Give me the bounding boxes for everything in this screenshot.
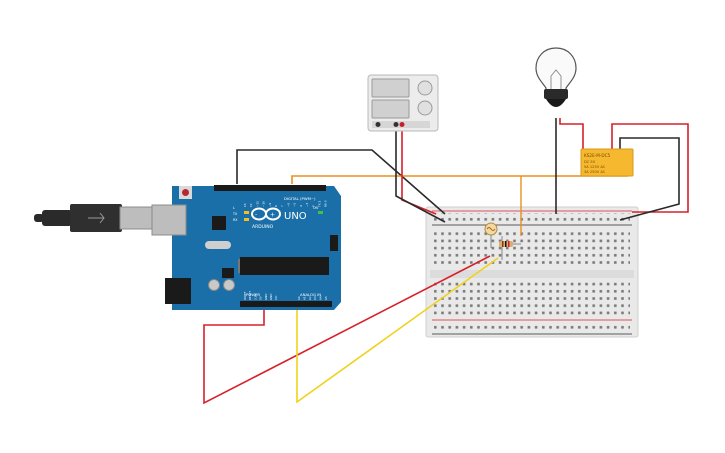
pin-label: TX 1 (317, 200, 321, 208)
pin-label: GND (264, 294, 268, 300)
pin-label: ~3 (305, 203, 309, 207)
pin-label: IOREF (243, 291, 247, 300)
power-label: POWER (246, 292, 260, 297)
svg-text:-: - (255, 211, 257, 218)
pin-label: ~6 (286, 203, 290, 207)
pin-label: 7 (280, 205, 284, 207)
wire-black-arduino-gnd[interactable] (236, 149, 446, 215)
on-label: ON (313, 206, 319, 210)
wires (203, 118, 689, 405)
svg-text:+: + (270, 212, 275, 219)
pin-label: A0 (297, 296, 301, 300)
pin-label: ~5 (293, 203, 297, 207)
pin-label: 2 (311, 205, 315, 207)
arduino-logo: - + (251, 207, 281, 221)
pin-label: ~10 (262, 201, 266, 207)
breadboard[interactable] (425, 206, 639, 338)
board-model: UNO (284, 211, 307, 222)
wire-black-psu[interactable] (395, 125, 446, 223)
relay[interactable]: KS2E-M-DC5 DC 5V 5A 125V AC 3A 250V AC (580, 148, 634, 177)
tx-label: TX (232, 212, 238, 216)
board-brand: ARDUINO (252, 224, 274, 230)
wire-black-relay[interactable] (619, 137, 680, 221)
pin-label: A3 (313, 296, 317, 300)
analog-label: ANALOG IN (300, 292, 321, 297)
pin-label: 4 (299, 205, 303, 207)
pin-label: 8 (274, 205, 278, 207)
resistor[interactable] (499, 236, 521, 260)
pin-label: ~9 (268, 203, 272, 207)
wire-orange-digital[interactable] (291, 160, 628, 184)
arduino-uno[interactable]: - + UNO ARDUINO DIGITAL (PWM~) POWER ANA… (151, 185, 341, 310)
pin-label: A1 (302, 296, 306, 300)
pin-label: A5 (324, 296, 328, 300)
power-supply[interactable] (367, 74, 439, 132)
pin-label: Vin (274, 295, 278, 300)
relay-line1: DC 5V (584, 160, 596, 164)
pin-label: 5V (259, 296, 263, 300)
pin-label: GND (269, 294, 273, 300)
relay-model: KS2E-M-DC5 (584, 153, 610, 158)
pin-label: 13 (243, 203, 247, 207)
digital-label: DIGITAL (PWM~) (284, 196, 316, 201)
pin-label: A2 (308, 296, 312, 300)
wire-red-bulb[interactable] (559, 118, 584, 152)
relay-line2: 5A 125V AC (584, 165, 606, 169)
wire-yellow-a0[interactable] (296, 257, 499, 404)
pin-label: RX 0 (324, 200, 328, 207)
pin-label: 12 (249, 203, 253, 207)
wire-red-relay[interactable] (611, 123, 689, 213)
pin-label: ~11 (255, 201, 259, 207)
l-label: L (233, 206, 235, 210)
pin-label: RESET (248, 291, 252, 300)
rx-label: RX (233, 218, 238, 222)
relay-line3: 3A 250V AC (584, 170, 606, 174)
pin-label: 3.3V (253, 294, 257, 300)
lightbulb-icon[interactable] (535, 47, 577, 107)
pin-label: A4 (319, 296, 323, 300)
usb-cable-icon[interactable] (34, 204, 153, 232)
photoresistor[interactable] (484, 222, 498, 248)
wire-red-5v[interactable] (203, 255, 491, 405)
